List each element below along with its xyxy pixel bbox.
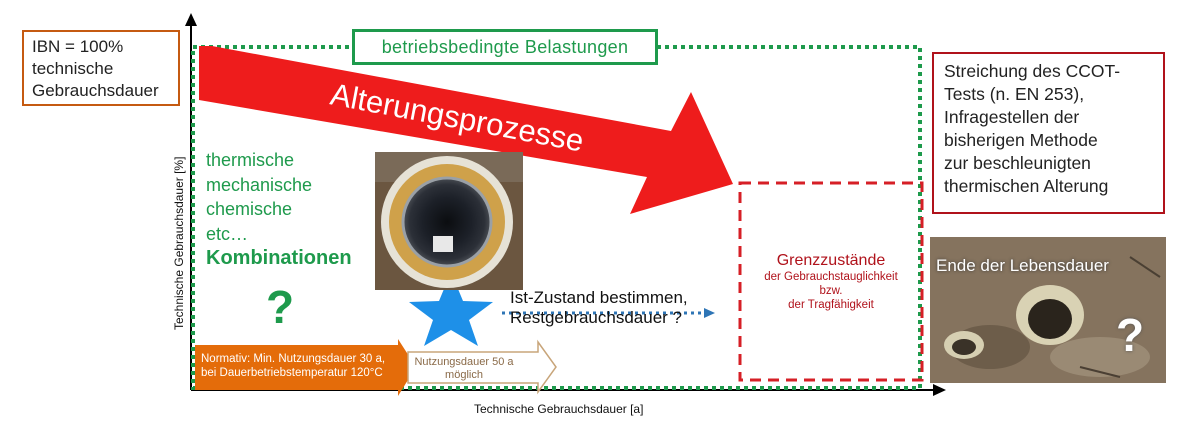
damaged-pipe-photo <box>930 237 1166 383</box>
pipe-photo <box>375 152 523 290</box>
normativ-arrow <box>195 339 416 396</box>
ccot-box: Streichung des CCOT- Tests (n. EN 253), … <box>932 52 1165 214</box>
ibn-line-2: technische <box>32 59 114 78</box>
blue-dotted-arrow <box>502 308 715 318</box>
limit-states-line-2: bzw. <box>819 285 843 297</box>
nutzung-line-2: möglich <box>445 369 483 381</box>
ccot-line: Tests (n. EN 253), <box>944 84 1085 104</box>
load-type-item: thermische <box>206 150 295 170</box>
ibn-line-3: Gebrauchsdauer <box>32 81 159 100</box>
limit-states-line-1: der Gebrauchstauglichkeit <box>764 271 898 283</box>
current-state-text: Ist-Zustand bestimmen, Restgebrauchsdaue… <box>510 288 688 328</box>
operational-loads-box: betriebsbedingte Belastungen <box>352 29 658 65</box>
current-state-line-2: Restgebrauchsdauer ? <box>510 308 683 327</box>
combinations-label: Kombinationen <box>206 247 352 269</box>
limit-state-box <box>738 181 924 382</box>
nutzung-arrow <box>407 339 557 395</box>
load-type-item: etc… <box>206 223 249 244</box>
star-icon <box>409 272 493 346</box>
green-question-mark: ? <box>266 281 295 333</box>
operational-loads-label: betriebsbedingte Belastungen <box>381 37 629 57</box>
white-question-mark: ? <box>1116 309 1145 361</box>
limit-states-line-3: der Tragfähigkeit <box>788 299 874 311</box>
load-type-item: mechanische <box>206 174 313 195</box>
limit-states-title: Grenzzustände <box>776 252 886 269</box>
aging-arrow <box>199 46 733 214</box>
ccot-line: zur beschleunigten <box>944 153 1091 173</box>
ibn-line-1: IBN = 100% <box>32 37 124 56</box>
normativ-line-2: bei Dauerbetriebstemperatur 120°C <box>201 367 383 379</box>
aging-arrow-label: Alterungsprozesse <box>328 76 587 158</box>
ccot-line: Streichung des CCOT- <box>944 61 1121 81</box>
ccot-line: Infragestellen der <box>944 107 1080 127</box>
ccot-line: bisherigen Methode <box>944 130 1098 150</box>
end-of-life-label: Ende der Lebensdauer <box>936 256 1109 275</box>
normativ-line-1: Normativ: Min. Nutzungsdauer 30 a, <box>201 353 386 365</box>
current-state-line-1: Ist-Zustand bestimmen, <box>510 288 688 307</box>
normativ-arrow-label: Normativ: Min. Nutzungsdauer 30 a, bei D… <box>201 352 401 380</box>
load-type-item: chemische <box>206 199 293 219</box>
limit-states-text: Grenzzustände der Gebrauchstauglichkeit … <box>742 252 920 312</box>
x-axis-label: Technische Gebrauchsdauer [a] <box>474 402 644 416</box>
load-types-list: thermische mechanische chemische etc… Ko… <box>206 148 352 271</box>
y-axis-label: Technische Gebrauchsdauer [%] <box>172 156 186 330</box>
nutzung-arrow-label: Nutzungsdauer 50 a möglich <box>410 356 518 382</box>
ibn-box: IBN = 100% technische Gebrauchsdauer <box>22 30 180 106</box>
ccot-line: thermischen Alterung <box>944 176 1109 196</box>
nutzung-line-1: Nutzungsdauer 50 a <box>414 356 514 368</box>
